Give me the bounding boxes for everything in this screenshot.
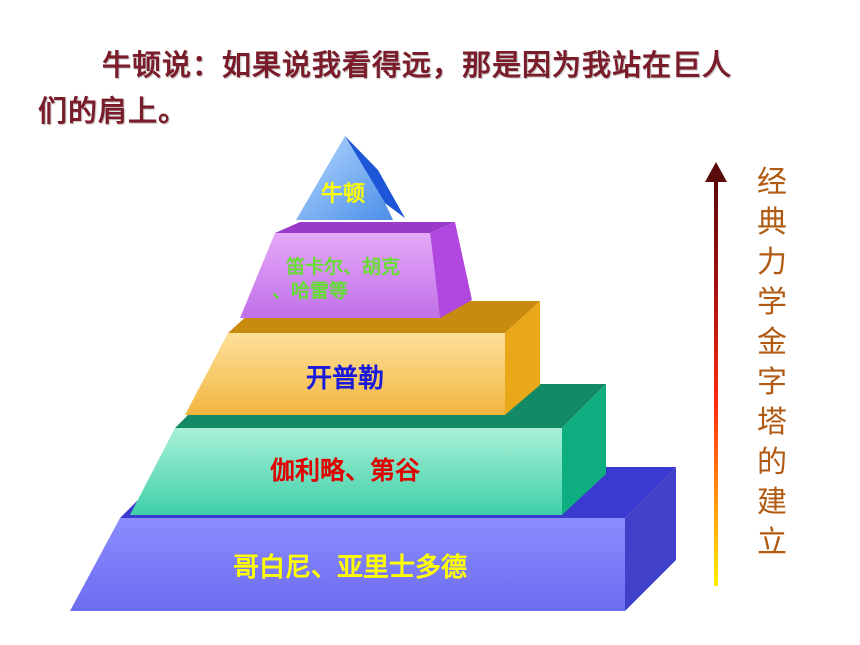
vtitle-char: 字: [757, 365, 787, 400]
newton-quote: 牛顿说：如果说我看得远，那是因为我站在巨人 们的肩上。: [38, 42, 738, 134]
vtitle-char: 立: [757, 525, 787, 560]
vtitle-char: 塔: [757, 405, 787, 440]
tier-0-block: [296, 136, 405, 220]
vtitle-char: 学: [757, 285, 787, 320]
arrow-shaft: [714, 180, 718, 586]
vtitle-char: 经: [757, 165, 787, 200]
tier-0-label: 牛顿: [320, 182, 365, 207]
tier-1-label-line-1: 笛卡尔、胡克: [285, 256, 400, 278]
tier-1-label: 笛卡尔、胡克 、哈雷等: [258, 255, 428, 303]
tier-2-label: 开普勒: [305, 364, 384, 394]
vtitle-char: 的: [757, 445, 787, 480]
vtitle-char: 典: [757, 205, 787, 240]
vtitle-char: 建: [757, 485, 787, 520]
tier-1-label-line-2: 、哈雷等: [272, 280, 349, 302]
tier-3-label: 伽利略、第谷: [269, 456, 420, 485]
arrow-head: [705, 162, 727, 182]
quote-line-1: 牛顿说：如果说我看得远，那是因为我站在巨人: [102, 48, 733, 82]
tier-4-label: 哥白尼、亚里士多德: [232, 553, 467, 583]
vtitle-char: 力: [757, 245, 787, 280]
vtitle-char: 金: [757, 325, 787, 360]
tier-1-block: [240, 222, 472, 318]
quote-line-2: 们的肩上。: [38, 94, 189, 128]
upward-arrow: [703, 162, 729, 590]
vertical-title: 经 典 力 学 金 字 塔 的 建 立: [752, 163, 792, 563]
